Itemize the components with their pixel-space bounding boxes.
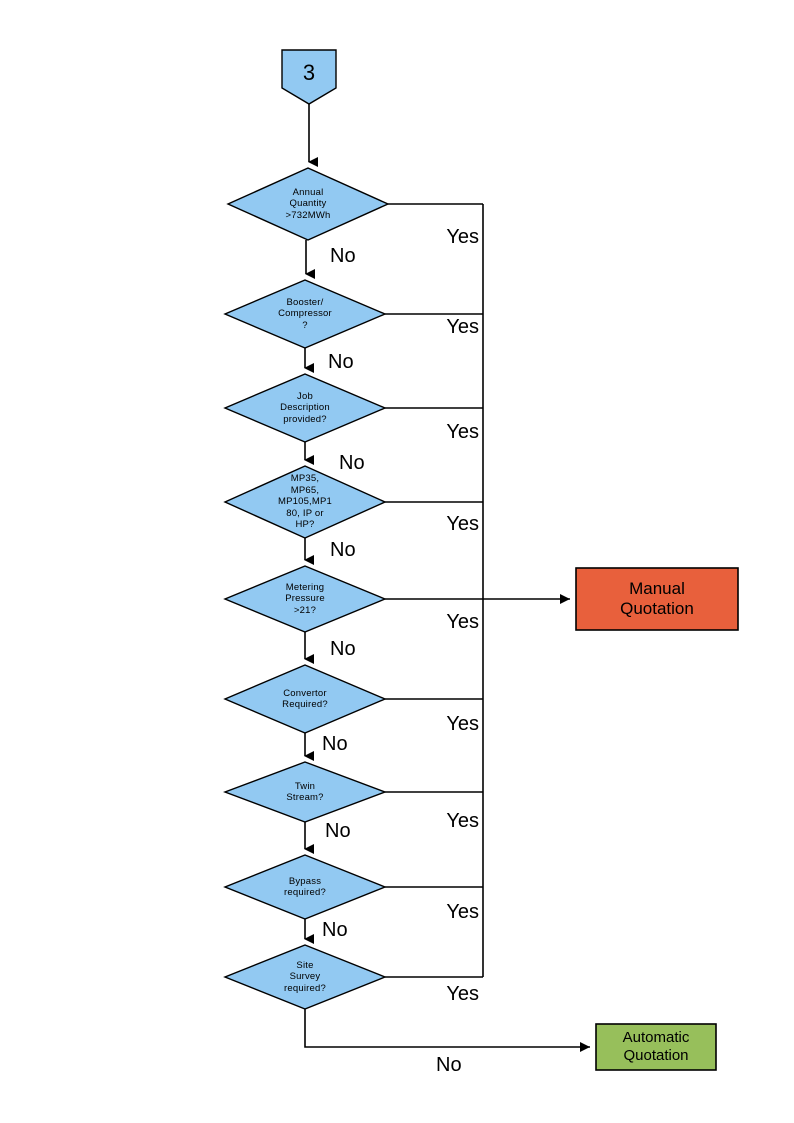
edge-label-bypass-yes: Yes: [446, 901, 479, 923]
no-chain-edges: [304, 104, 318, 944]
edge-label-pressure-tier-yes: Yes: [446, 513, 479, 535]
decision-booster-compressor-shape[interactable]: [223, 279, 387, 349]
edge-label-metering-yes: Yes: [446, 611, 479, 633]
edge-to-automatic-quotation: [304, 1009, 590, 1052]
decision-metering-pressure-shape[interactable]: [223, 565, 387, 633]
decision-site-survey-shape[interactable]: [223, 944, 387, 1010]
connector-3-shape[interactable]: [281, 49, 337, 105]
decision-annual-quantity-shape[interactable]: [226, 167, 390, 241]
automatic-quotation-shape[interactable]: [595, 1023, 717, 1071]
edge-label-twin-no: No: [325, 820, 351, 842]
decision-pressure-tier-shape[interactable]: [223, 465, 387, 539]
decision-job-description-shape[interactable]: [223, 373, 387, 443]
decision-twin-stream-shape[interactable]: [223, 761, 387, 823]
edge-label-convertor-no: No: [322, 733, 348, 755]
edge-label-metering-no: No: [330, 638, 356, 660]
automatic-quotation-edges: [304, 1009, 590, 1052]
edge-label-annual-no: No: [330, 245, 356, 267]
edge-label-site-survey-yes: Yes: [446, 983, 479, 1005]
manual-quotation-shape[interactable]: [575, 567, 739, 631]
edge-label-final-no: No: [436, 1054, 462, 1076]
decision-bypass-shape[interactable]: [223, 854, 387, 920]
edge-label-pressure-tier-no: No: [330, 539, 356, 561]
edge-label-convertor-yes: Yes: [446, 713, 479, 735]
decision-convertor-shape[interactable]: [223, 664, 387, 734]
edge-label-twin-yes: Yes: [446, 810, 479, 832]
edge-label-booster-no: No: [328, 351, 354, 373]
edge-label-job-no: No: [339, 452, 365, 474]
edge-label-job-yes: Yes: [446, 421, 479, 443]
edge-label-bypass-no: No: [322, 919, 348, 941]
edge-label-booster-yes: Yes: [446, 316, 479, 338]
edge-label-annual-yes: Yes: [446, 226, 479, 248]
yes-branch-edges: [385, 203, 484, 978]
